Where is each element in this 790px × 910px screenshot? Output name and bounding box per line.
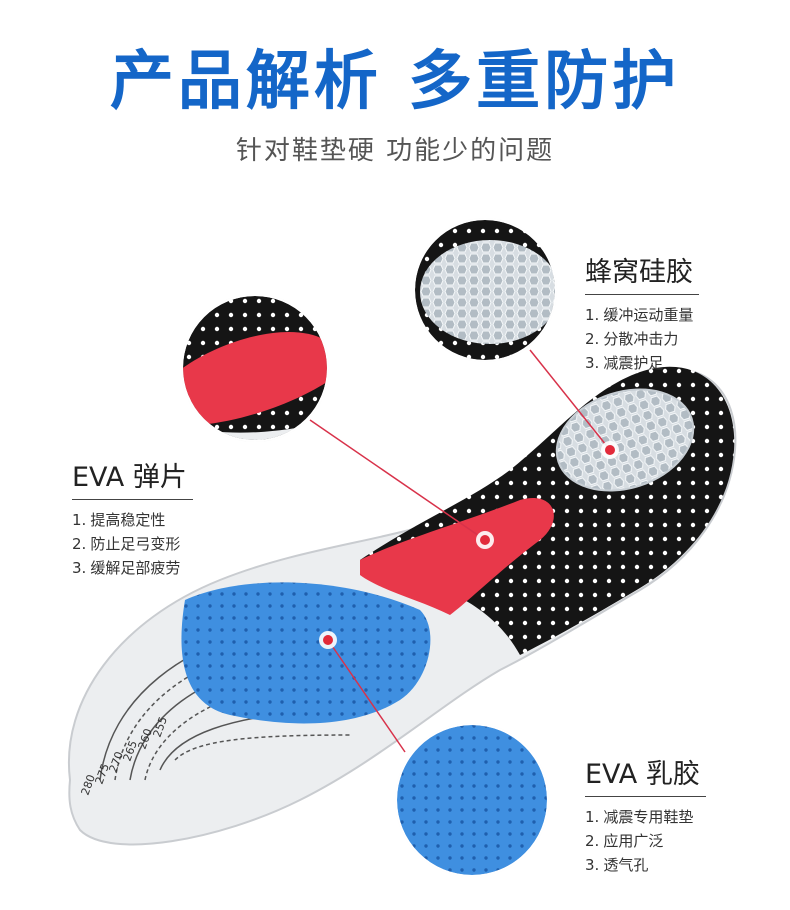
feature-item: 3.缓解足部疲劳 (72, 559, 181, 577)
feature-item: 2.防止足弓变形 (72, 535, 181, 553)
feature-item: 2.应用广泛 (585, 832, 664, 850)
feature-honeycomb-gel: 蜂窝硅胶 1.缓冲运动重量 2.分散冲击力 3.减震护足 (585, 250, 699, 375)
blue-foam-pad (181, 582, 431, 724)
feature-item: 1.缓冲运动重量 (585, 306, 694, 324)
callout-lines (309, 349, 611, 753)
feature-eva-latex: EVA 乳胶 1.减震专用鞋垫 2.应用广泛 3.透气孔 (585, 752, 706, 877)
feature-item: 1.提高稳定性 (72, 511, 166, 529)
zoom-arch (181, 294, 329, 442)
feature-eva-arch: EVA 弹片 1.提高稳定性 2.防止足弓变形 3.缓解足部疲劳 (72, 455, 193, 580)
feature-item: 2.分散冲击力 (585, 330, 679, 348)
feature-item: 3.减震护足 (585, 354, 664, 372)
zoom-honeycomb (413, 218, 557, 362)
feature-title: EVA 弹片 (72, 455, 193, 500)
page-subtitle: 针对鞋垫硬 功能少的问题 (235, 136, 555, 166)
feature-item: 3.透气孔 (585, 856, 649, 874)
heel-honeycomb-gel (555, 388, 695, 492)
callout-markers (319, 441, 619, 649)
red-arch-insert (360, 498, 554, 615)
feature-title: 蜂窝硅胶 (585, 250, 699, 295)
page-title: 产品解析 多重防护 (109, 45, 681, 119)
zoom-foam (395, 723, 549, 877)
feature-item: 1.减震专用鞋垫 (585, 808, 694, 826)
feature-title: EVA 乳胶 (585, 752, 706, 797)
